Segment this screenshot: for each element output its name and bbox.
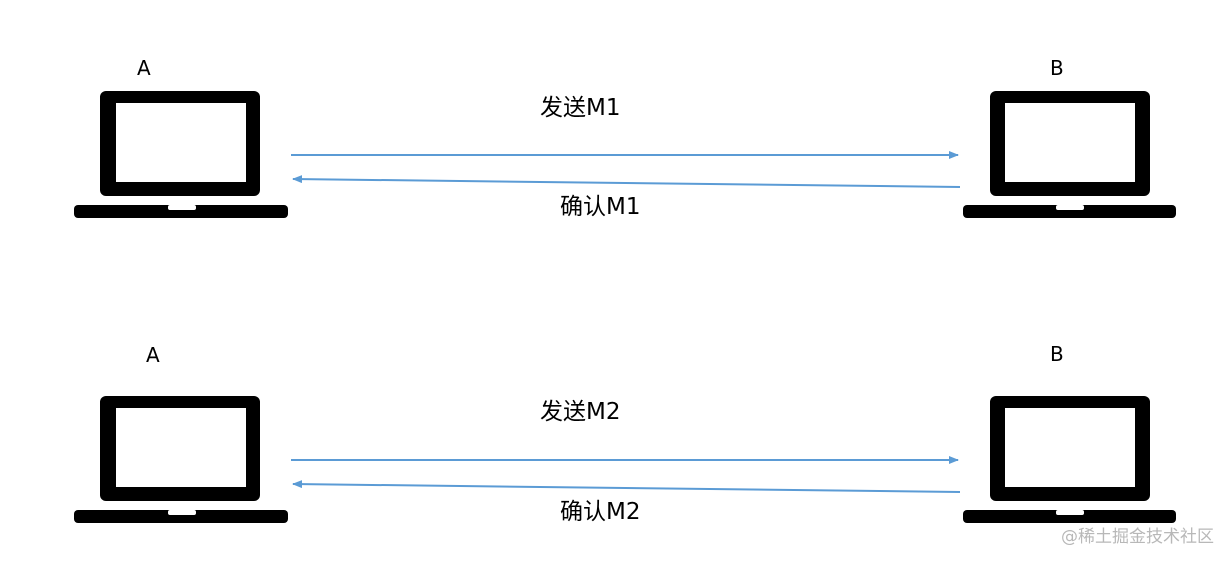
node-a-label: A (146, 343, 160, 367)
ack-arrow (292, 480, 961, 493)
ack-label: 确认M2 (560, 499, 641, 525)
send-label: 发送M1 (540, 95, 621, 121)
ack-label: 确认M1 (560, 194, 641, 220)
watermark: @稀土掘金技术社区 (1061, 527, 1214, 547)
node-b-label: B (1050, 56, 1064, 80)
laptop-icon (963, 396, 1176, 523)
laptop-icon (963, 91, 1176, 218)
node-b-label: B (1050, 342, 1064, 366)
send-label: 发送M2 (540, 399, 621, 425)
node-a-label: A (137, 56, 151, 80)
laptop-icon (74, 396, 288, 523)
laptop-icon (74, 91, 288, 218)
ack-arrow (292, 175, 961, 188)
